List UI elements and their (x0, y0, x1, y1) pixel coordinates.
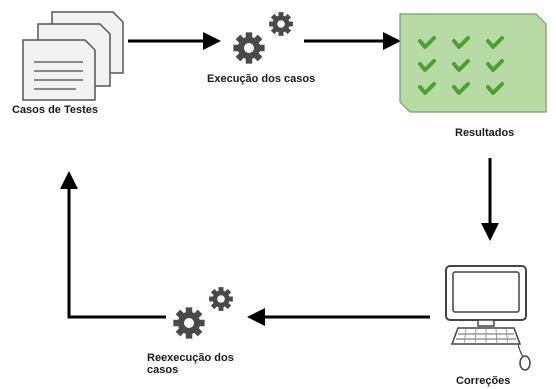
gears-icon (233, 12, 293, 64)
test-cases-label: Casos de Testes (12, 104, 99, 116)
arrow-reexecution-to-test-cases (60, 171, 166, 319)
documents-stack-icon (22, 11, 124, 101)
corrections-label: Correções (456, 375, 511, 387)
re-execution-label-line1: Reexecução dos (147, 352, 234, 364)
checkmarks-grid-icon (399, 13, 547, 113)
execution-label: Execução dos casos (207, 73, 316, 85)
gears-icon (173, 287, 233, 339)
re-execution-label: Reexecução dos casos (147, 352, 234, 376)
computer-icon (445, 265, 531, 371)
results-label: Resultados (455, 127, 515, 139)
re-execution-label-line2: casos (147, 364, 179, 376)
